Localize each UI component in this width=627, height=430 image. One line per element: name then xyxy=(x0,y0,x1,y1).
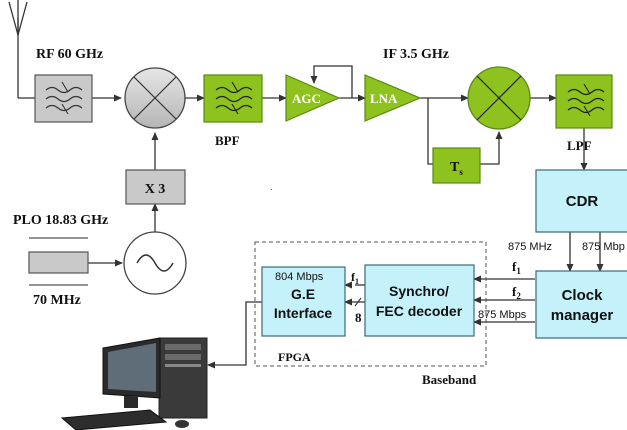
f1-label: f xyxy=(512,259,517,274)
agc-label: AGC xyxy=(292,91,321,106)
clock-label-line1: Clock xyxy=(562,287,604,304)
bpf-label: BPF xyxy=(215,133,240,148)
clock-label-line2: manager xyxy=(551,307,614,324)
x3-multiplier-block: X 3 xyxy=(125,169,186,205)
ts-label: T xyxy=(450,160,460,175)
bus-width-tick xyxy=(354,297,362,307)
bus-width-label: 8 xyxy=(355,310,362,325)
f1-small-label: f xyxy=(351,270,356,284)
ge-label-line2: Interface xyxy=(274,305,333,321)
f2-label: f xyxy=(512,284,517,299)
if-mixer-icon xyxy=(467,66,531,130)
reference-oscillator xyxy=(28,237,89,286)
clock-manager-block: Clock manager xyxy=(535,270,627,339)
fpga-label: FPGA xyxy=(278,350,311,364)
lna-label: LNA xyxy=(370,91,398,106)
ge-label-line1: G.E xyxy=(291,286,315,302)
plo-label: PLO 18.83 GHz xyxy=(13,213,108,228)
sync-label-line2: FEC decoder xyxy=(376,303,463,319)
sync-label-line1: Synchro/ xyxy=(389,283,449,299)
x3-label: X 3 xyxy=(145,182,166,197)
plo-oscillator-icon xyxy=(123,231,187,295)
lna-amplifier: LNA xyxy=(364,74,422,122)
rf-mixer-icon xyxy=(124,67,186,129)
baseband-label: Baseband xyxy=(422,372,477,387)
f1-small-label-sub: 1 xyxy=(355,277,359,286)
svg-text:f1: f1 xyxy=(351,270,359,286)
agc-amplifier: AGC xyxy=(285,74,341,122)
ts-label-sub: s xyxy=(459,167,463,177)
dot-mark: . xyxy=(270,182,273,193)
rf-label: RF 60 GHz xyxy=(36,47,103,62)
lpf-filter xyxy=(555,74,613,129)
rf-bandpass-filter xyxy=(34,74,93,123)
computer-icon xyxy=(60,337,208,430)
svg-text:Ts: Ts xyxy=(450,160,463,177)
rate-875-mhz-label: 875 MHz xyxy=(508,241,552,253)
lpf-label: LPF xyxy=(567,138,592,153)
cdr-label: CDR xyxy=(566,193,599,210)
ref-freq-label: 70 MHz xyxy=(33,293,81,308)
ts-sampler-block: Ts xyxy=(432,147,481,184)
ge-interface-block: G.E Interface xyxy=(261,266,346,337)
f1-label-sub: 1 xyxy=(516,266,521,276)
baseband-region xyxy=(254,241,487,367)
rate-804-label: 804 Mbps xyxy=(275,271,324,283)
antenna-icon xyxy=(8,0,28,98)
cdr-block: CDR xyxy=(535,169,627,233)
svg-text:f1: f1 xyxy=(512,259,521,276)
bpf-filter xyxy=(203,74,263,123)
rate-875-mbps-label: 875 Mbps xyxy=(478,309,527,321)
f2-label-sub: 2 xyxy=(516,291,521,301)
if-label: IF 3.5 GHz xyxy=(383,47,449,62)
rate-875-mbp-label: 875 Mbp xyxy=(582,241,625,253)
synchro-fec-block: Synchro/ FEC decoder xyxy=(364,264,475,337)
svg-text:f2: f2 xyxy=(512,284,521,301)
signal-wires xyxy=(18,65,604,369)
